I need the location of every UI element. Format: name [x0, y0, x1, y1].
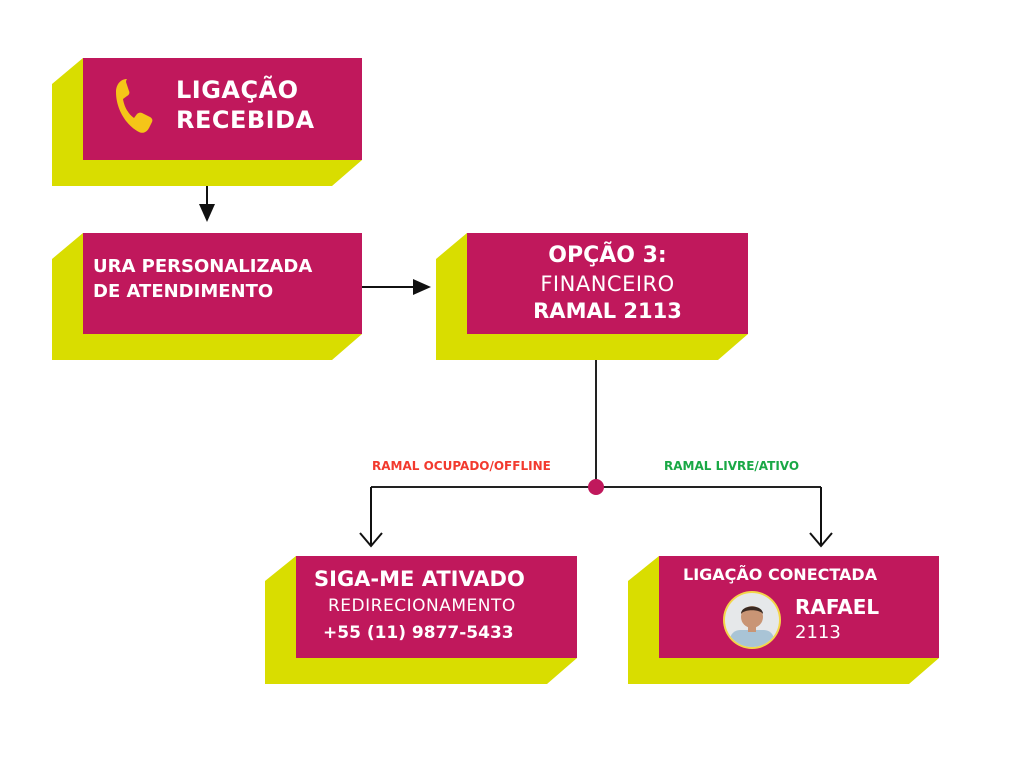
branch-dot [588, 479, 604, 495]
option3-shadow [436, 233, 748, 360]
phone-icon [116, 79, 153, 133]
connected-name: RAFAEL [795, 595, 880, 619]
call-received-line2: RECEBIDA [176, 106, 315, 134]
ura-line2: DE ATENDIMENTO [93, 281, 274, 302]
person-avatar [723, 591, 781, 649]
node-option3: OPÇÃO 3: FINANCEIRO RAMAL 2113 [467, 233, 748, 334]
follow-me-line2: REDIRECIONAMENTO [328, 596, 516, 616]
arrowhead-free [809, 532, 833, 548]
option3-line1: OPÇÃO 3: [548, 243, 667, 268]
node-follow-me: SIGA-ME ATIVADO REDIRECIONAMENTO +55 (11… [296, 556, 577, 658]
connected-shadow [628, 556, 939, 684]
arrowhead-busy [359, 532, 383, 548]
follow-me-shadow [265, 556, 577, 684]
ura-line1: URA PERSONALIZADA [93, 256, 313, 277]
connected-title: LIGAÇÃO CONECTADA [683, 565, 878, 584]
call-received-line1: LIGAÇÃO [176, 76, 299, 104]
branch-label-busy: RAMAL OCUPADO/OFFLINE [372, 459, 551, 473]
option3-line2: FINANCEIRO [540, 272, 675, 296]
node-ura: URA PERSONALIZADA DE ATENDIMENTO [83, 233, 362, 334]
node-connected: LIGAÇÃO CONECTADA RAFAEL 2113 [659, 556, 939, 658]
follow-me-line3: +55 (11) 9877-5433 [323, 623, 514, 643]
option3-line3: RAMAL 2113 [533, 299, 682, 323]
connected-extension: 2113 [795, 622, 841, 643]
follow-me-line1: SIGA-ME ATIVADO [314, 567, 525, 591]
node-call-received: LIGAÇÃO RECEBIDA [83, 58, 362, 160]
branch-label-free: RAMAL LIVRE/ATIVO [664, 459, 800, 473]
